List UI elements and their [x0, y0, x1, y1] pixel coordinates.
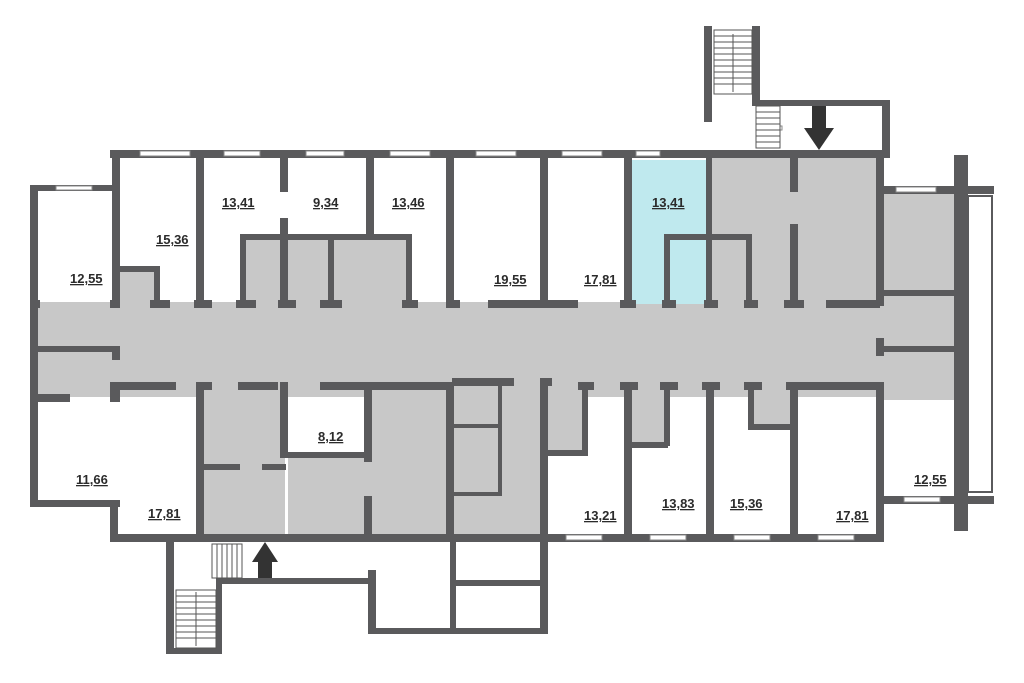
staircase-icon — [175, 29, 781, 649]
top-staircase — [713, 29, 781, 149]
room-area-label: 15,36 — [156, 232, 189, 247]
room-area-label: 17,81 — [836, 508, 869, 523]
room-area-label: 11,66 — [76, 472, 108, 487]
room-area-label: 12,55 — [70, 271, 103, 286]
entrance-arrow-up-icon — [252, 542, 278, 578]
room-area-label: 8,12 — [318, 429, 343, 444]
room-area-label: 13,83 — [662, 496, 695, 511]
room-area-label: 12,55 — [914, 472, 947, 487]
room-area-label-selected[interactable]: 13,41 — [652, 195, 685, 210]
entrance-arrow-down-icon — [804, 106, 834, 150]
room-area-label: 9,34 — [313, 195, 339, 210]
room-area-label: 15,36 — [730, 496, 763, 511]
room-area-label: 17,81 — [148, 506, 181, 521]
room-area-label: 13,41 — [222, 195, 255, 210]
windows — [55, 125, 941, 541]
room-area-label: 13,21 — [584, 508, 617, 523]
room-labels: 12,55 15,36 13,41 9,34 13,46 19,55 17,81… — [70, 195, 947, 523]
bottom-staircase — [175, 543, 243, 649]
room-area-label: 19,55 — [494, 272, 527, 287]
room-area-label: 17,81 — [584, 272, 617, 287]
room-area-label: 13,46 — [392, 195, 425, 210]
